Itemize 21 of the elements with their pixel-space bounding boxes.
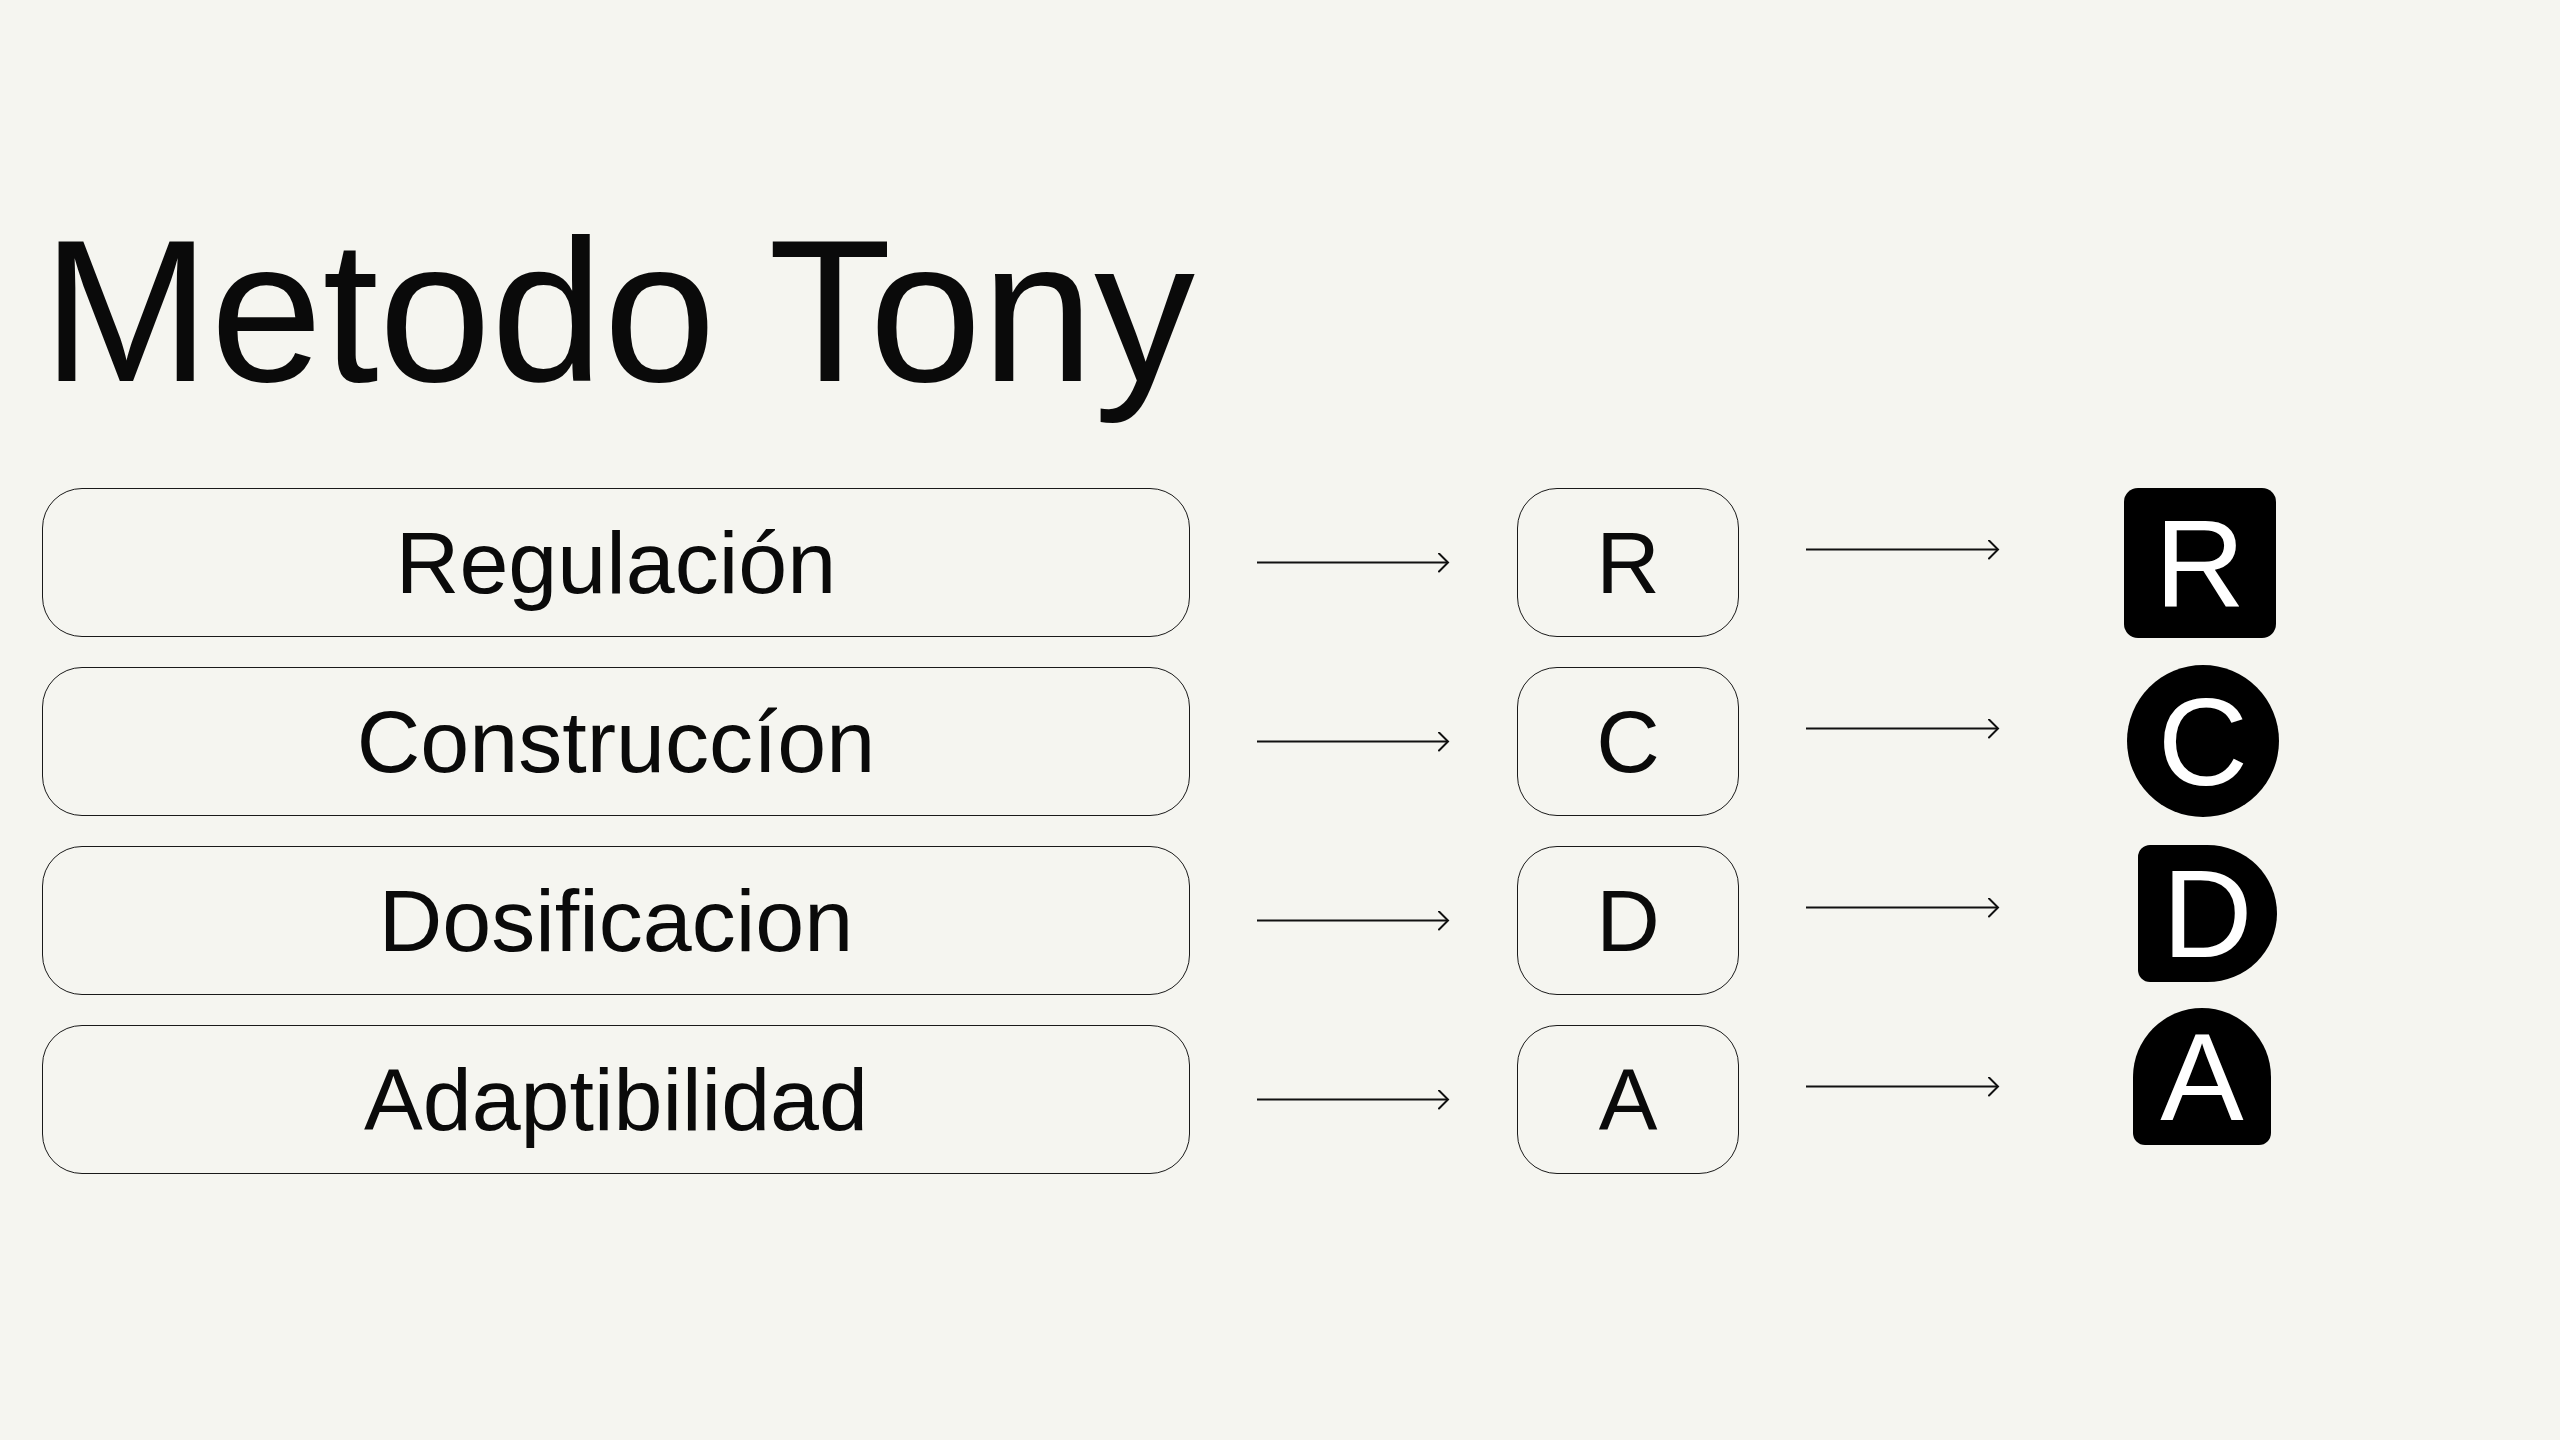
term-box: Adaptibilidad: [42, 1025, 1190, 1174]
title: Metodo Tony: [41, 197, 1196, 426]
letter-box: R: [1517, 488, 1739, 637]
term-box: Regulación: [42, 488, 1190, 637]
arrow: [1256, 1089, 1449, 1110]
letter-tile: A: [2133, 1008, 2271, 1145]
arrow: [1805, 897, 1999, 918]
arrow: [1256, 910, 1449, 931]
arrow: [1805, 539, 1999, 560]
letter-tile: R: [2124, 488, 2276, 638]
arrow: [1256, 552, 1449, 573]
letter-box: D: [1517, 846, 1739, 995]
term-box: Dosificacion: [42, 846, 1190, 995]
arrow: [1805, 1076, 1999, 1097]
letter-tile: C: [2127, 665, 2279, 817]
letter-tile: D: [2138, 845, 2277, 982]
letter-box: C: [1517, 667, 1739, 816]
term-box: Construccíon: [42, 667, 1190, 816]
arrow: [1256, 731, 1449, 752]
arrow: [1805, 718, 1999, 739]
letter-box: A: [1517, 1025, 1739, 1174]
